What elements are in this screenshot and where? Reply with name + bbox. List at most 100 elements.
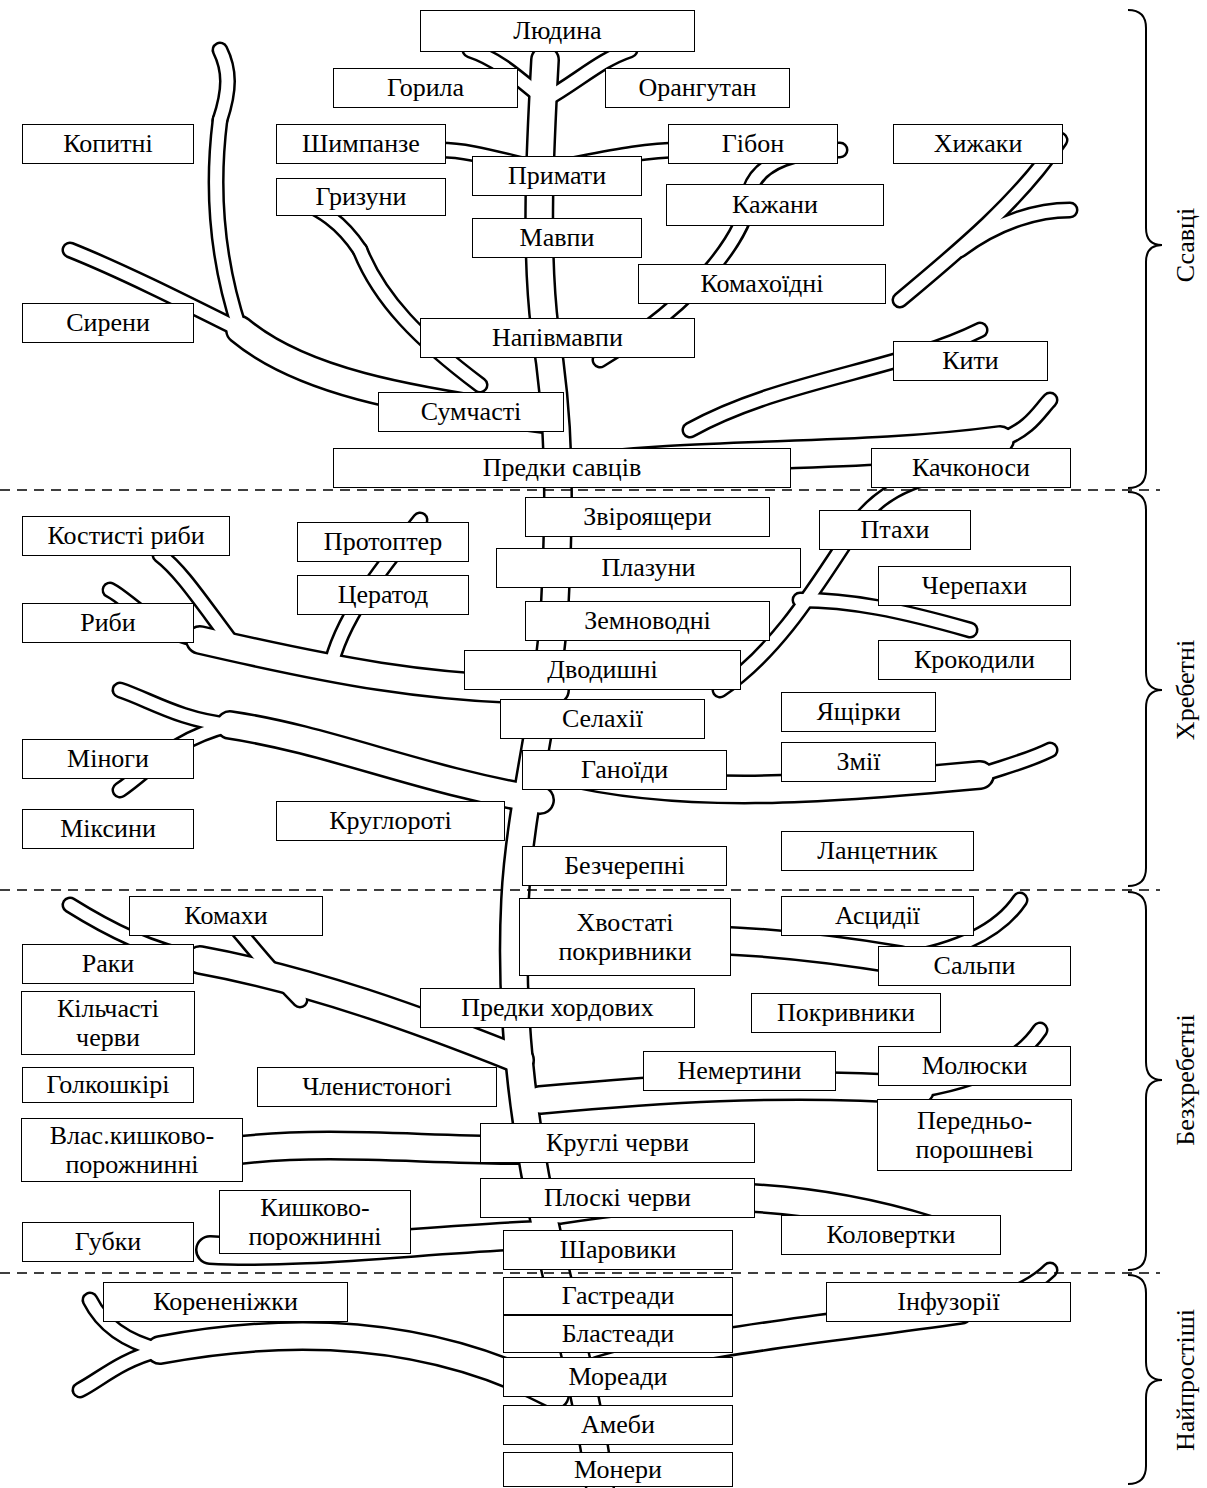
- taxon-name: Орангутан: [638, 73, 756, 102]
- taxon-box: Немертини: [643, 1051, 836, 1091]
- taxon-name: Гібон: [722, 129, 784, 158]
- taxon-box: Асцидії: [781, 896, 974, 936]
- taxon-box: Предки савців: [333, 448, 791, 488]
- tree-twig-fill: [70, 50, 1070, 1390]
- taxon-box: Людина: [420, 10, 695, 52]
- taxon-box: Ганоїди: [522, 750, 727, 790]
- group-label: Ссавці: [1171, 208, 1201, 282]
- taxon-name: Круглороті: [329, 806, 452, 835]
- taxon-box: Комахоїдні: [638, 264, 886, 304]
- taxon-box: Ланцетник: [781, 831, 974, 871]
- taxon-box: Гібон: [668, 124, 838, 164]
- taxon-name: Змії: [837, 747, 881, 776]
- taxon-box: Молюски: [878, 1046, 1071, 1086]
- taxon-box: Кишково- порожнинні: [219, 1190, 411, 1254]
- taxon-box: Напівмавпи: [420, 318, 695, 358]
- taxon-box: Хижаки: [893, 124, 1063, 164]
- taxon-name: Селахії: [562, 704, 643, 733]
- taxon-name: Птахи: [861, 515, 930, 544]
- taxon-box: Земноводні: [525, 601, 770, 641]
- taxon-box: Гризуни: [276, 178, 446, 216]
- group-label: Безхребетні: [1171, 1014, 1201, 1146]
- taxon-name: Хвостаті покривники: [525, 908, 725, 966]
- taxon-name: Качконоси: [912, 453, 1030, 482]
- taxon-box: Безчерепні: [522, 846, 727, 886]
- taxon-box: Копитні: [22, 124, 194, 164]
- taxon-name: Безчерепні: [564, 851, 685, 880]
- taxon-name: Костисті риби: [47, 521, 204, 550]
- taxon-box: Круглі черви: [480, 1123, 755, 1163]
- taxon-name: Кажани: [732, 190, 818, 219]
- taxon-name: Ланцетник: [817, 836, 937, 865]
- taxon-name: Кити: [942, 346, 999, 375]
- taxon-box: Хвостаті покривники: [519, 898, 731, 976]
- taxon-name: Передньо- порошневі: [883, 1106, 1066, 1164]
- taxon-box: Горила: [333, 68, 518, 108]
- taxon-box: Раки: [22, 944, 194, 984]
- taxon-name: Мавпи: [520, 223, 595, 252]
- taxon-box: Черепахи: [878, 566, 1071, 606]
- taxon-name: Горила: [387, 73, 464, 102]
- divider-line: [0, 1272, 1160, 1274]
- taxon-name: Плоскі черви: [544, 1183, 691, 1212]
- taxon-name: Предки савців: [483, 453, 641, 482]
- bracket: [1128, 10, 1162, 488]
- taxon-box: Мавпи: [472, 218, 642, 258]
- taxon-name: Черепахи: [922, 571, 1027, 600]
- taxon-name: Амеби: [581, 1410, 655, 1439]
- taxon-box: Протоптер: [297, 522, 469, 562]
- group-label: Хребетні: [1171, 640, 1201, 740]
- taxon-name: Інфузорії: [897, 1287, 999, 1316]
- taxon-name: Мореади: [568, 1362, 667, 1391]
- divider-line: [0, 489, 1160, 491]
- taxon-box: Корененіжки: [103, 1282, 348, 1322]
- taxon-name: Копитні: [63, 129, 152, 158]
- taxon-name: Сальпи: [934, 951, 1016, 980]
- taxon-box: Качконоси: [871, 448, 1071, 488]
- taxon-box: Шаровики: [503, 1230, 733, 1270]
- tree-twig: [70, 50, 1070, 1390]
- taxon-box: Звіроящери: [525, 497, 770, 537]
- taxon-box: Передньо- порошневі: [877, 1099, 1072, 1171]
- divider-line: [0, 889, 1160, 891]
- bracket: [1128, 1275, 1162, 1484]
- taxon-name: Цератод: [338, 580, 429, 609]
- taxon-name: Сумчасті: [421, 397, 522, 426]
- taxon-box: Круглороті: [276, 801, 505, 841]
- taxon-box: Голкошкірі: [22, 1067, 194, 1103]
- taxon-box: Міноги: [22, 739, 194, 779]
- taxon-name: Молюски: [922, 1051, 1028, 1080]
- taxon-box: Цератод: [297, 575, 469, 615]
- taxon-box: Костисті риби: [22, 516, 230, 556]
- taxon-box: Сирени: [22, 303, 194, 343]
- taxon-box: Бластеади: [503, 1315, 733, 1353]
- taxon-name: Кишково- порожнинні: [225, 1193, 405, 1251]
- taxon-name: Міноги: [67, 744, 149, 773]
- taxon-box: Крокодили: [878, 640, 1071, 680]
- taxon-name: Плазуни: [602, 553, 696, 582]
- taxon-name: Раки: [82, 949, 135, 978]
- taxon-box: Кільчасті черви: [21, 991, 195, 1055]
- taxon-name: Кільчасті черви: [27, 994, 189, 1052]
- taxon-name: Корененіжки: [153, 1287, 298, 1316]
- taxon-box: Гастреади: [503, 1277, 733, 1315]
- taxon-name: Міксини: [60, 814, 156, 843]
- taxon-box: Плоскі черви: [480, 1178, 755, 1218]
- taxon-box: Коловертки: [781, 1215, 1001, 1255]
- taxon-name: Протоптер: [324, 527, 442, 556]
- taxon-box: Дводишні: [464, 650, 741, 690]
- taxon-name: Риби: [80, 608, 136, 637]
- taxon-box: Плазуни: [496, 548, 801, 588]
- taxon-box: Влас.кишково- порожнинні: [21, 1118, 243, 1182]
- taxon-box: Монери: [503, 1452, 733, 1487]
- taxon-name: Покривники: [777, 998, 915, 1027]
- bracket: [1128, 892, 1162, 1270]
- taxon-box: Кажани: [666, 184, 884, 226]
- taxon-name: Губки: [75, 1227, 141, 1256]
- taxon-box: Мореади: [503, 1357, 733, 1397]
- taxon-box: Міксини: [22, 809, 194, 849]
- taxon-name: Звіроящери: [583, 502, 711, 531]
- taxon-box: Риби: [22, 603, 194, 643]
- taxon-name: Примати: [508, 161, 606, 190]
